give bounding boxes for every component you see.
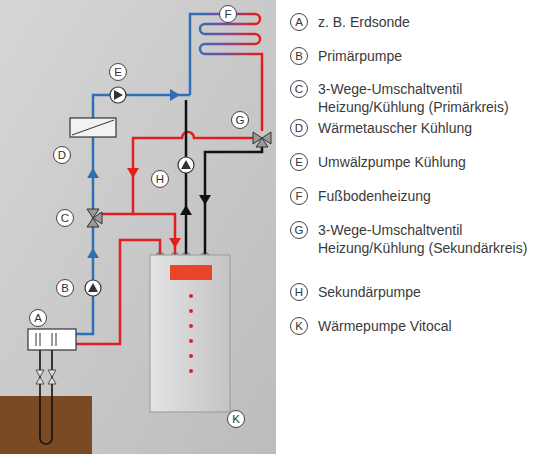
callout-letter: B xyxy=(56,279,74,297)
callout-letter: A xyxy=(29,309,47,327)
legend-text: Fußbodenheizung xyxy=(318,187,542,205)
legend-text: Sekundärpumpe xyxy=(318,283,542,301)
legend-text: 3-Wege-Umschaltventil Heizung/Kühlung (S… xyxy=(318,221,542,257)
legend-letter: H xyxy=(290,283,308,301)
legend-letter: F xyxy=(290,187,308,205)
legend-letter: E xyxy=(290,153,308,171)
callout-letter: E xyxy=(109,63,127,81)
callout-letter: K xyxy=(227,410,245,428)
legend-letter: A xyxy=(290,13,308,31)
callout-letter: H xyxy=(151,170,169,188)
legend-text: Primärpumpe xyxy=(318,47,542,65)
legend-letter: D xyxy=(290,119,308,137)
legend-letter: G xyxy=(290,221,308,239)
callout-letter: F xyxy=(219,5,237,23)
callout-letter: G xyxy=(231,111,249,129)
callout-letter: D xyxy=(53,146,71,164)
legend-text: z. B. Erdsonde xyxy=(318,13,542,31)
legend-letter: C xyxy=(290,80,308,98)
legend-text: Wärmetauscher Kühlung xyxy=(318,119,542,137)
legend-letter: B xyxy=(290,47,308,65)
legend-text: Umwälzpumpe Kühlung xyxy=(318,153,542,171)
legend-text: Wärmepumpe Vitocal xyxy=(318,317,542,335)
legend-text: 3-Wege-Umschaltventil Heizung/Kühlung (P… xyxy=(318,80,542,116)
legend-letter: K xyxy=(290,317,308,335)
callout-letter: C xyxy=(56,209,74,227)
